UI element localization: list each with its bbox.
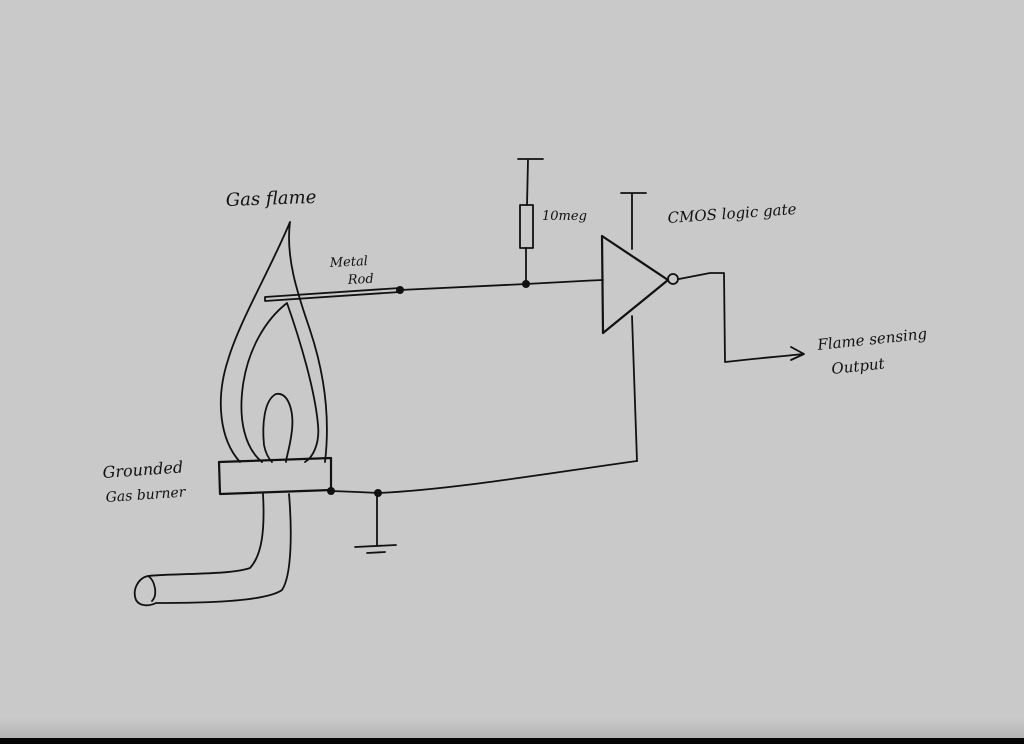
ground-symbol-icon <box>354 492 397 554</box>
label-output: Output <box>831 354 887 378</box>
junction-burner <box>327 487 335 495</box>
resistor-10meg <box>517 158 544 285</box>
burner-block <box>217 456 333 496</box>
label-gas-flame: Gas flame <box>225 187 316 211</box>
page-bottom-edge <box>0 738 1024 744</box>
metal-rod <box>264 287 401 302</box>
gas-flame-icon <box>219 221 328 463</box>
burner-pipe <box>133 493 292 607</box>
junction-resistor <box>522 280 530 288</box>
cmos-inverter-gate <box>600 192 679 462</box>
gas-burner <box>133 456 333 607</box>
label-rod: Rod <box>346 272 374 288</box>
output-arrow <box>678 272 805 363</box>
flame-inner <box>262 393 294 463</box>
flame-outer <box>219 221 328 463</box>
input-wire <box>399 279 604 291</box>
flame-middle <box>240 302 320 463</box>
label-grounded: Grounded <box>102 457 184 482</box>
page-shadow <box>0 718 1024 738</box>
label-gas-burner: Gas burner <box>105 484 187 506</box>
label-resistor-value: 10meg <box>542 209 587 224</box>
junction-rod <box>396 286 404 294</box>
label-cmos-gate: CMOS logic gate <box>667 200 797 227</box>
label-metal: Metal <box>328 254 368 271</box>
junction-ground <box>374 489 382 497</box>
label-flame-sensing: Flame sensing <box>816 325 928 355</box>
ground-return-wire <box>330 460 638 494</box>
